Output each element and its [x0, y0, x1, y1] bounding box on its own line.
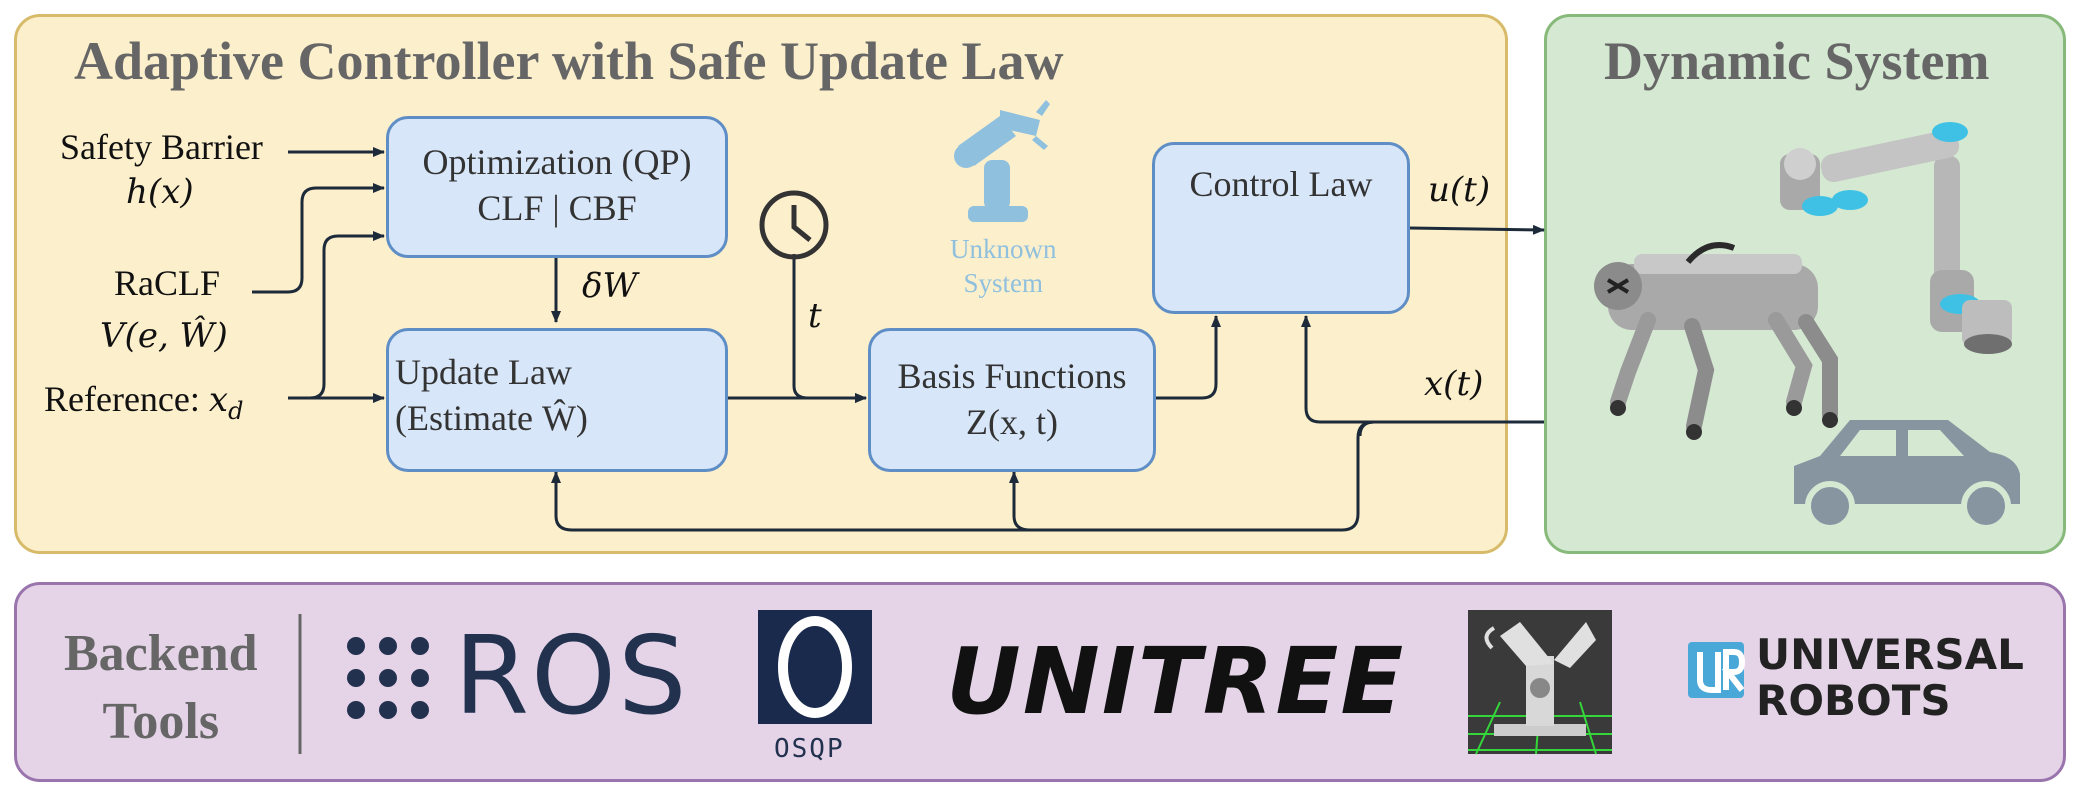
- delta-w-label: δW: [582, 266, 638, 306]
- update-law-block-subtitle: (Estimate Ŵ): [395, 398, 588, 438]
- arrow-feedback-up-to-control: [1301, 315, 1374, 424]
- robot-simulator-logo: [1468, 610, 1612, 755]
- basis-functions-block-title: Basis Functions: [897, 356, 1127, 396]
- raclf-label: RaCLF: [114, 263, 221, 303]
- arrow-clock-to-basis: [792, 254, 867, 403]
- control-law-block-title: Control Law: [1189, 164, 1373, 204]
- osqp-logo-text: OSQP: [774, 734, 845, 764]
- state-feedback-label: x(t): [1424, 364, 1484, 404]
- arrow-basis-to-control: [1156, 315, 1221, 400]
- reference-symbol: x: [208, 380, 229, 420]
- unknown-system-caption-line1: Unknown: [950, 234, 1057, 264]
- reference-text: Reference:: [44, 379, 209, 419]
- universal-robots-logo-mark: [1688, 642, 1746, 698]
- optimization-block-subtitle: CLF | CBF: [477, 188, 637, 228]
- universal-robots-logo-line2: ROBOTS: [1756, 676, 1951, 725]
- arrow-control-to-system: [1409, 224, 1545, 235]
- control-law-block: Control Law: [1152, 142, 1410, 314]
- arrow-feedback-main: [551, 420, 1544, 532]
- clock-icon: [759, 190, 829, 260]
- safety-barrier-label: Safety Barrier: [60, 127, 263, 167]
- backend-tools-title: Backend Tools: [64, 620, 258, 756]
- robot-arm-icon: [1780, 122, 2012, 354]
- unknown-system-caption: Unknown System: [950, 232, 1057, 300]
- update-law-block-title: Update Law: [395, 352, 572, 392]
- raclf-symbol: V(e, Ŵ): [100, 316, 228, 356]
- optimization-block-title: Optimization (QP): [422, 142, 692, 182]
- safety-barrier-symbol: h(x): [126, 172, 194, 212]
- quadruped-robot-icon: [1594, 242, 1838, 440]
- reference-subscript: d: [228, 397, 244, 426]
- backend-tools-title-line1: Backend: [64, 625, 258, 682]
- reference-label: Reference: xd: [44, 378, 243, 425]
- update-law-block: Update Law (Estimate Ŵ): [386, 328, 728, 472]
- basis-functions-block: Basis Functions Z(x, t): [868, 328, 1156, 472]
- osqp-logo-mark: [758, 610, 872, 724]
- arrow-reference-to-optimization: [309, 231, 385, 400]
- dynamic-system-panel-title: Dynamic System: [1604, 31, 1990, 91]
- backend-tools-title-line2: Tools: [102, 693, 220, 750]
- universal-robots-logo-line1: UNIVERSAL: [1756, 630, 2024, 679]
- controller-panel-title: Adaptive Controller with Safe Update Law: [74, 31, 1064, 91]
- ros-logo-text: ROS: [454, 614, 689, 739]
- optimization-block: Optimization (QP) CLF | CBF: [386, 116, 728, 258]
- time-label: t: [808, 296, 822, 336]
- arrow-feedback-to-control: [1358, 420, 1544, 437]
- control-output-label: u(t): [1428, 170, 1491, 210]
- arrow-raclf-to-optimization: [252, 183, 385, 294]
- universal-robots-logo-text: UNIVERSAL ROBOTS: [1756, 632, 2024, 724]
- arrow-feedback-to-basis: [1009, 471, 1031, 532]
- car-icon: [1794, 420, 2020, 531]
- basis-functions-block-subtitle: Z(x, t): [966, 402, 1058, 442]
- unitree-logo-text: UNITREE: [946, 628, 1406, 735]
- ros-logo-dots: [347, 637, 429, 719]
- unknown-system-caption-line2: System: [963, 268, 1043, 298]
- unknown-system-robot-icon: [954, 100, 1050, 222]
